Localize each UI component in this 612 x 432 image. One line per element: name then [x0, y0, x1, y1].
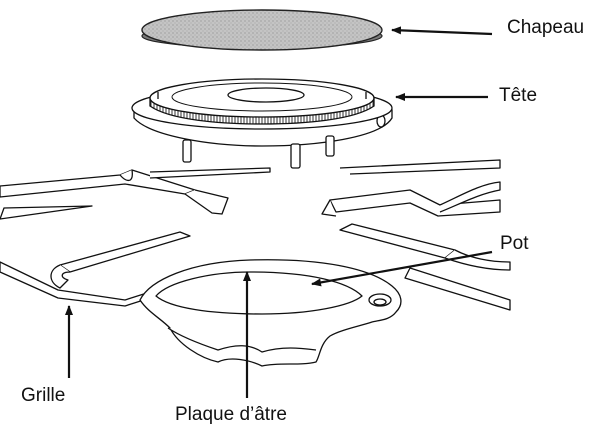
- label-chapeau: Chapeau: [507, 17, 585, 38]
- arrow-chapeau: [391, 26, 493, 36]
- label-pot: Pot: [500, 233, 529, 254]
- leader-arrows: [65, 26, 493, 398]
- burner-pot: [139, 259, 402, 367]
- grate: [0, 159, 511, 311]
- label-plaque-atre: Plaque d’âtre: [175, 404, 287, 425]
- burner-cap: [141, 9, 383, 51]
- label-grille: Grille: [21, 385, 66, 406]
- burner-head: [131, 78, 393, 169]
- label-tete: Tête: [499, 85, 538, 106]
- arrow-pot: [311, 250, 493, 287]
